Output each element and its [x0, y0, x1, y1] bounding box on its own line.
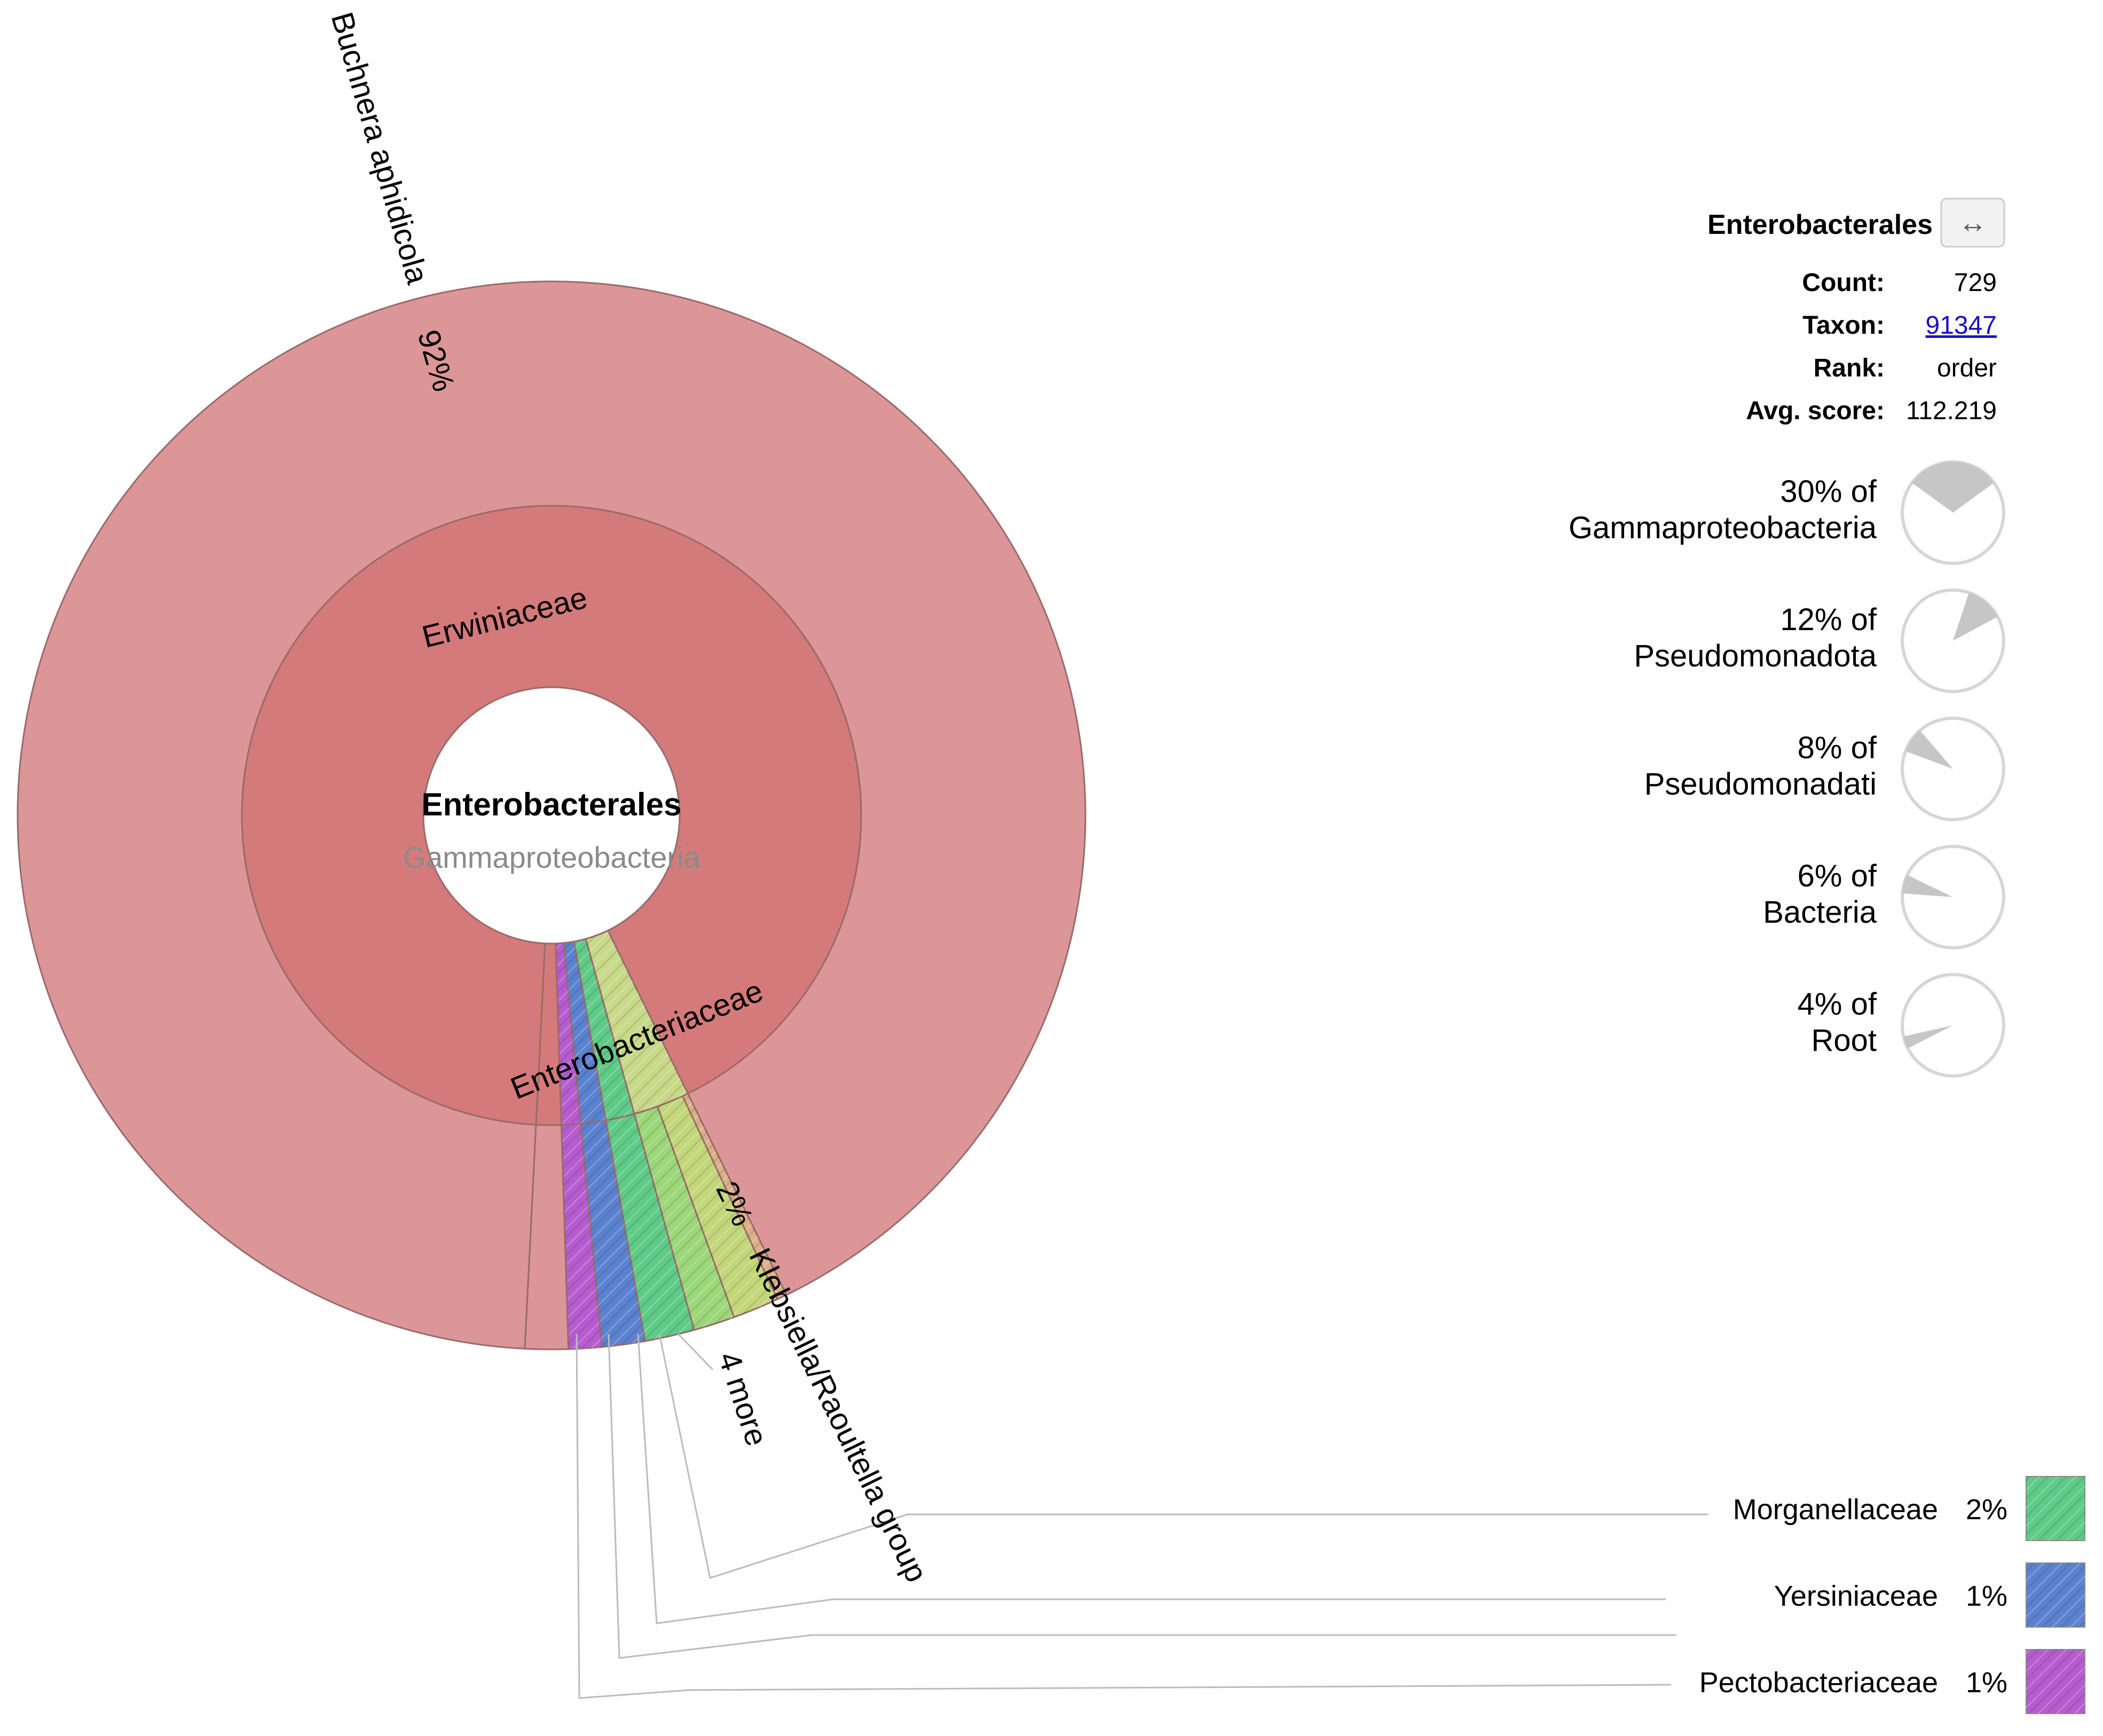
family-wedge-3-hatch [563, 941, 606, 1124]
legend-percent-0: 2% [1966, 1494, 2007, 1526]
legend-percent-1: 1% [1966, 1580, 2007, 1612]
ancestor-name-4[interactable]: Root [1811, 1023, 1877, 1058]
leader-line-4-more [677, 1333, 714, 1371]
taxon-label: Taxon: [1802, 311, 1885, 340]
legend: 2% Morganellaceae 1% Yersiniaceae 1% Pectobac… [1699, 1476, 2085, 1714]
legend-swatch-hatch-2 [2026, 1649, 2085, 1714]
ancestor-percent-0[interactable]: 30% of [1780, 474, 1877, 509]
species-wedge-1-hatch [682, 1093, 787, 1300]
sunburst-rings[interactable] [17, 280, 1086, 1350]
leader-line-yersinia-inner [576, 1333, 1672, 1699]
count-label: Count: [1802, 269, 1885, 297]
center-hole[interactable] [422, 686, 681, 945]
expand-button[interactable] [1940, 198, 2005, 248]
info-title: Enterobacterales [1707, 209, 1933, 240]
ancestor-name-0[interactable]: Gammaproteobacteria [1569, 510, 1877, 545]
species-wedge-4-hatch [605, 1113, 695, 1341]
info-panel: Enterobacterales ↔ Count: 729 Taxon: 913… [1707, 198, 2005, 425]
ancestor-pie-wedge-4 [1903, 1025, 1953, 1049]
center-title[interactable]: Enterobacterales [422, 787, 682, 822]
family-wedge-4-hatch [555, 942, 581, 1125]
legend-label-1[interactable]: Yersiniaceae [1774, 1580, 1938, 1612]
label-4-more[interactable]: 4 more [712, 1348, 775, 1450]
legend-swatch-hatch-0 [2026, 1476, 2085, 1541]
rank-value: order [1937, 354, 1997, 382]
leader-line-pectobacteriaceae [608, 1333, 1676, 1659]
label-buchnera-aphidicola: Buchnera aphidicola [325, 9, 436, 288]
leader-line-yersiniaceae [637, 1333, 1666, 1624]
ancestor-percent-1[interactable]: 12% of [1780, 602, 1877, 637]
legend-label-2[interactable]: Pectobacteriaceae [1699, 1667, 1938, 1699]
species-wedge-3-hatch [634, 1106, 734, 1330]
center-subtitle[interactable]: Gammaproteobacteria [403, 840, 700, 874]
label-klebsiella-raoultella: Klebsiella/Raoultella group [742, 1243, 934, 1588]
leader-line-morganellaceae [658, 1333, 1708, 1579]
ancestor-pie-wedge-3 [1902, 875, 1953, 897]
ancestor-pie-wedge-0 [1912, 462, 1994, 513]
ancestor-percent-2[interactable]: 8% of [1798, 730, 1877, 765]
double-arrow-icon: ↔ [1958, 207, 1987, 239]
family-wedge-1-hatch [586, 930, 688, 1114]
ancestor-pie-wedge-1 [1953, 592, 1998, 641]
ancestor-percent-4[interactable]: 4% of [1798, 987, 1877, 1022]
species-wedge-2-hatch [657, 1096, 778, 1317]
leader-lines [576, 1333, 1708, 1699]
score-label: Avg. score: [1746, 397, 1885, 425]
ancestor-name-2[interactable]: Pseudomonadati [1644, 767, 1877, 802]
legend-percent-2: 1% [1966, 1667, 2007, 1699]
count-value: 729 [1954, 269, 1997, 297]
legend-swatch-hatch-1 [2026, 1563, 2085, 1627]
species-wedge-6-hatch [561, 1124, 602, 1349]
ancestor-name-3[interactable]: Bacteria [1763, 895, 1877, 930]
taxon-link[interactable]: 91347 [1926, 311, 1997, 340]
legend-label-0[interactable]: Morganellaceae [1733, 1494, 1938, 1526]
rank-label: Rank: [1814, 354, 1885, 382]
ancestor-percent-3[interactable]: 6% of [1798, 859, 1877, 893]
ancestor-pie-wedge-2 [1905, 730, 1953, 769]
ancestor-name-1[interactable]: Pseudomonadota [1634, 639, 1877, 673]
score-value: 112.219 [1906, 397, 1997, 425]
family-wedge-2-hatch [574, 939, 634, 1121]
